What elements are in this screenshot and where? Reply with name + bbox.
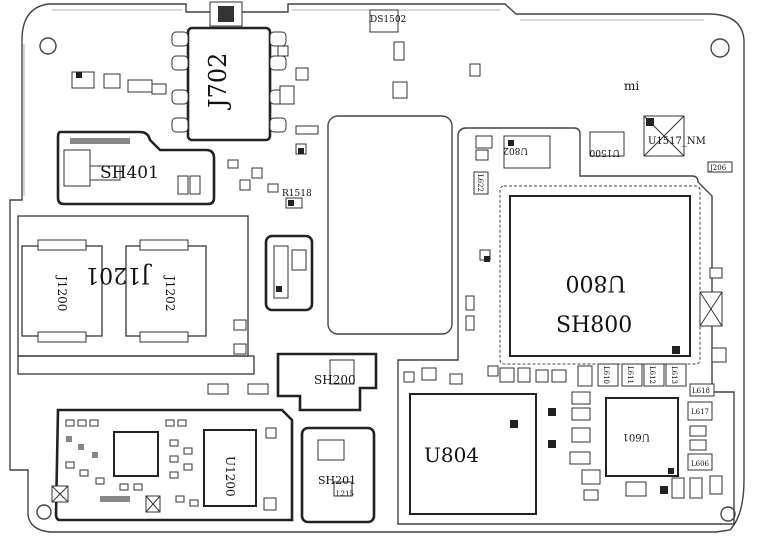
u601-left-parts	[548, 391, 601, 501]
label-u601: U601	[622, 431, 650, 442]
u601-right-parts: L617 L606	[625, 401, 723, 499]
shield-can-center	[327, 115, 453, 335]
label-u1500: U1500	[589, 147, 620, 157]
label-sh201: SH201	[318, 474, 356, 487]
label-r1518: R1518	[282, 189, 312, 199]
label-u1517: U1517_NM	[648, 136, 706, 147]
label-l612: L612	[648, 366, 656, 384]
label-u1200: U1200	[223, 456, 237, 497]
label-l618: L618	[692, 387, 710, 395]
soc-right-parts	[699, 267, 727, 363]
label-l613: L613	[670, 366, 678, 384]
u804-component: U804	[409, 393, 537, 515]
label-l606: L606	[691, 460, 710, 468]
bottom-left-shield: U1200	[51, 408, 294, 522]
label-j1200: J1200	[55, 274, 69, 311]
label-l617: L617	[691, 408, 709, 416]
label-u804: U804	[424, 443, 479, 467]
label-l610: L610	[602, 366, 610, 384]
label-ds1502: DS1502	[370, 15, 406, 25]
passive-components	[207, 159, 567, 395]
l622-component: L622	[473, 171, 489, 195]
sh200-shield: SH200	[276, 352, 378, 412]
r1518-component: R1518	[282, 189, 312, 209]
label-sh800: SH800	[556, 313, 632, 338]
right-section-outline	[397, 127, 735, 525]
u1517-component: U1517_NM	[643, 115, 706, 157]
sh201-shield: SH201 L215	[300, 426, 376, 524]
label-sh401: SH401	[100, 163, 159, 183]
ds1502-component: DS1502	[369, 9, 406, 33]
label-j702: J702	[204, 53, 232, 111]
mount-hole-bottom-right	[720, 506, 736, 522]
u800-soc: U800 SH800	[499, 185, 701, 365]
label-j1202: J1202	[163, 274, 177, 311]
label-l622: L622	[476, 174, 484, 192]
label-j206: J206	[709, 164, 727, 172]
label-sh200: SH200	[314, 373, 356, 387]
u601-component: U601	[605, 397, 679, 477]
mount-hole-bottom-left	[36, 504, 52, 520]
mid-left-module	[264, 234, 314, 312]
sim-tray-area: J1200 J1202 J1201	[17, 215, 255, 375]
label-l215: L215	[336, 490, 354, 498]
u802-component: U802	[475, 135, 551, 169]
brand-mark: mi	[624, 79, 639, 93]
sh401-shield: SH401	[56, 130, 216, 206]
j702-connector: J702	[171, 1, 287, 142]
u1500-component: U1500	[589, 131, 625, 157]
label-u802: U802	[503, 145, 528, 155]
mount-hole-top-right	[710, 38, 730, 58]
board-outline	[9, 3, 745, 533]
j206-component: J206	[707, 161, 733, 173]
label-l611: L611	[626, 366, 634, 384]
top-small-parts	[71, 41, 481, 155]
bottom-left-tiny-pads	[65, 419, 199, 507]
label-j1201: J1201	[85, 262, 152, 287]
label-u800: U800	[565, 270, 626, 295]
inductor-row: L610 L611 L612 L613 L618	[577, 363, 715, 397]
mount-hole-top-left	[39, 37, 57, 55]
